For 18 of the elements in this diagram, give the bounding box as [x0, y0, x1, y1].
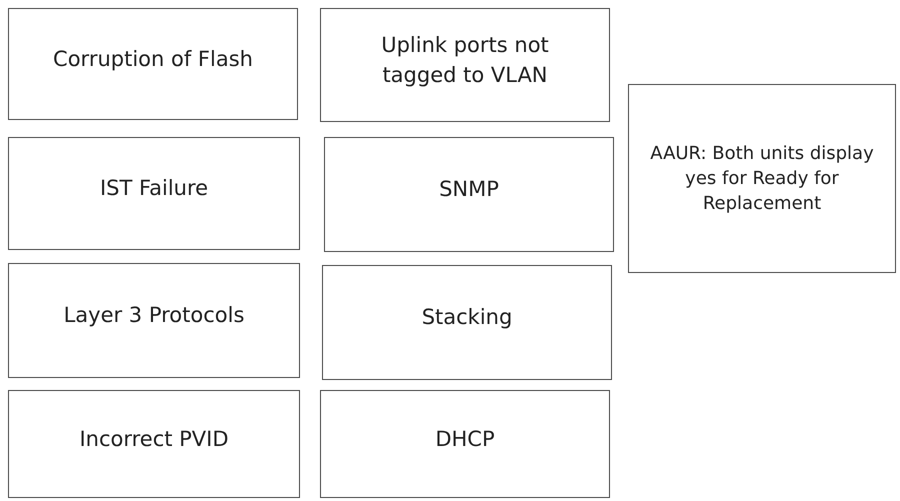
box-label: DHCP [435, 426, 495, 453]
box-label: IST Failure [100, 175, 208, 202]
text-box [324, 137, 614, 252]
box-label: Uplink ports not tagged to VLAN [380, 32, 550, 89]
box-label: Incorrect PVID [79, 426, 229, 453]
box-label: AAUR: Both units display yes for Ready for Replacement [649, 142, 875, 216]
text-box [320, 390, 610, 498]
text-box [8, 137, 300, 250]
text-box [628, 84, 896, 273]
box-label: Corruption of Flash [53, 46, 253, 73]
box-label: SNMP [439, 176, 499, 204]
text-box [8, 263, 300, 378]
text-box [8, 390, 300, 498]
box-label: Layer 3 Protocols [64, 302, 244, 330]
text-box [322, 265, 612, 380]
text-box [8, 8, 298, 120]
box-label: Stacking [422, 304, 512, 332]
text-box [320, 8, 610, 122]
